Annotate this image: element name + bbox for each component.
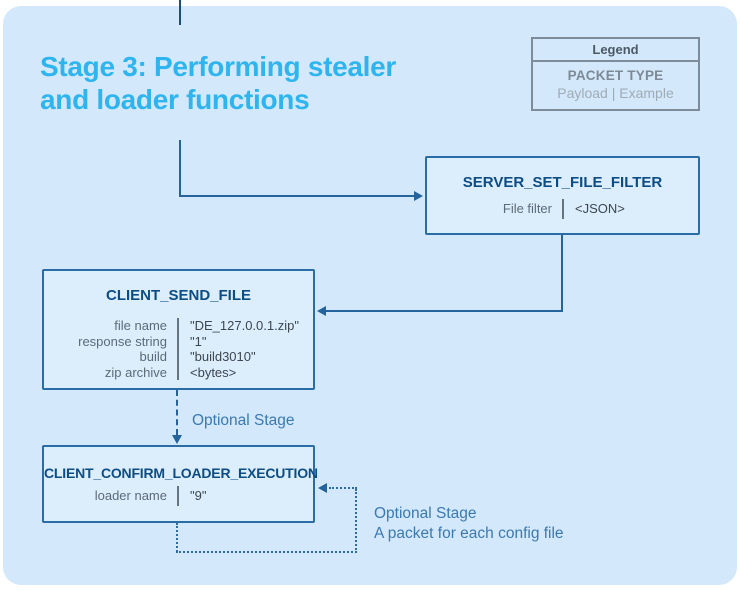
packet-title: SERVER_SET_FILE_FILTER bbox=[462, 174, 663, 191]
arrowhead-down-icon bbox=[172, 435, 182, 444]
packet-box-client-confirm-loader-execution: CLIENT_CONFIRM_LOADER_EXECUTION loader n… bbox=[42, 445, 318, 523]
packet-fields: File filter <JSON> bbox=[427, 199, 698, 219]
packet-fields: loader name "9" bbox=[44, 486, 313, 506]
legend-header: Legend bbox=[533, 39, 698, 62]
connector-loop-bottom-dotted bbox=[176, 551, 357, 553]
page-title-line1: Stage 3: Performing stealer bbox=[40, 51, 397, 82]
field-label: response string bbox=[78, 333, 167, 349]
optional-stage-note: Optional Stage A packet for each config … bbox=[374, 504, 564, 544]
field-value: "DE_127.0.0.1.zip" bbox=[190, 318, 299, 333]
page-title-line2: and loader functions bbox=[40, 84, 310, 115]
field-label: zip archive bbox=[104, 364, 167, 380]
flow-line-from-stage2 bbox=[179, 0, 181, 25]
connector-server-to-client-horizontal bbox=[326, 310, 563, 312]
arrowhead-right-icon bbox=[414, 191, 423, 201]
packet-box-client-send-file: CLIENT_SEND_FILE file name response stri… bbox=[42, 269, 315, 390]
field-label: build bbox=[139, 349, 167, 364]
field-label: File filter bbox=[502, 201, 552, 216]
packet-box-server-set-file-filter: SERVER_SET_FILE_FILTER File filter <JSON… bbox=[425, 156, 700, 235]
field-label: loader name bbox=[94, 488, 167, 503]
packet-fields: file name response string build zip arch… bbox=[44, 318, 313, 380]
arrowhead-left-icon bbox=[317, 306, 326, 316]
connector-title-to-server-horizontal bbox=[179, 195, 416, 197]
connector-loop-up-dotted bbox=[355, 489, 357, 553]
field-value: "1" bbox=[190, 333, 207, 349]
arrowhead-left-icon bbox=[318, 483, 327, 493]
field-label: file name bbox=[114, 318, 167, 333]
optional-stage-note-line1: Optional Stage bbox=[374, 505, 477, 522]
optional-stage-note-line2: A packet for each config file bbox=[374, 525, 564, 542]
field-value: <bytes> bbox=[190, 364, 237, 380]
field-value: "9" bbox=[190, 488, 207, 503]
connector-title-to-server-vertical bbox=[179, 140, 181, 197]
connector-loop-return-dotted bbox=[329, 487, 357, 489]
connector-optional-stage-dashed bbox=[176, 390, 178, 435]
legend-packet-type: PACKET TYPE bbox=[567, 68, 664, 83]
packet-title: CLIENT_CONFIRM_LOADER_EXECUTION bbox=[44, 465, 318, 481]
connector-server-to-client-vertical bbox=[561, 235, 563, 312]
connector-loop-down-dotted bbox=[176, 523, 178, 552]
optional-stage-label: Optional Stage bbox=[192, 412, 295, 429]
page-title: Stage 3: Performing stealer and loader f… bbox=[40, 50, 396, 116]
legend-payload-example: Payload | Example bbox=[557, 85, 674, 101]
legend-body: PACKET TYPE Payload | Example bbox=[533, 62, 698, 101]
packet-title: CLIENT_SEND_FILE bbox=[105, 287, 252, 304]
legend-box: Legend PACKET TYPE Payload | Example bbox=[531, 37, 700, 111]
field-value: "build3010" bbox=[190, 349, 256, 364]
field-value: <JSON> bbox=[575, 201, 625, 216]
